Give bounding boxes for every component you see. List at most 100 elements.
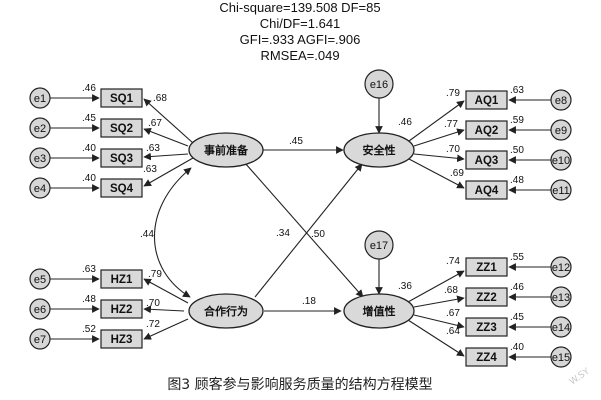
loading-value-sq3: .63 bbox=[146, 143, 160, 154]
indicator-zz3-label: ZZ3 bbox=[476, 322, 496, 334]
latent-prep: 事前准备 bbox=[188, 132, 264, 168]
indicator-aq4-label: AQ4 bbox=[475, 185, 499, 197]
indicator-zz4-label: ZZ4 bbox=[476, 352, 497, 364]
indicator-aq2: AQ2 bbox=[465, 120, 508, 140]
indicator-zz1-label: ZZ1 bbox=[476, 262, 497, 274]
error-e9: e9 bbox=[550, 119, 572, 141]
indicator-hz3-label: HZ3 bbox=[111, 334, 133, 346]
loading-zz3 bbox=[413, 314, 465, 330]
loading-zz1 bbox=[407, 270, 465, 303]
error-e12-label: e12 bbox=[552, 262, 570, 274]
loading-hz2 bbox=[143, 305, 185, 314]
latent-value-label: 增值性 bbox=[363, 304, 396, 318]
error-e14-label: e14 bbox=[552, 322, 570, 334]
indicator-sq2-label: SQ2 bbox=[110, 123, 133, 135]
loading-sq1 bbox=[143, 98, 194, 144]
fit-statistics: Chi-square=139.508 DF=85 Chi/DF=1.641 GF… bbox=[219, 0, 380, 63]
r2-sq1: .46 bbox=[82, 83, 96, 94]
r2-sq3: .40 bbox=[82, 143, 96, 154]
r2-aq3: .50 bbox=[510, 145, 524, 156]
error-e8-label: e8 bbox=[555, 95, 567, 107]
error-e10: e10 bbox=[550, 149, 572, 171]
loading-value-hz1: .79 bbox=[148, 269, 162, 280]
error-e1-label: e1 bbox=[34, 93, 46, 105]
path-prep-value bbox=[244, 162, 364, 298]
r2-zz2: .46 bbox=[510, 282, 524, 293]
r2-zz4: .40 bbox=[510, 342, 524, 353]
error-e15-label: e15 bbox=[552, 352, 570, 364]
r2-aq2: .59 bbox=[510, 115, 524, 126]
loading-zz4 bbox=[407, 319, 465, 357]
indicator-sq1-label: SQ1 bbox=[110, 93, 134, 105]
indicator-aq3: AQ3 bbox=[465, 150, 508, 170]
loading-aq3 bbox=[413, 153, 465, 163]
error-e4: e4 bbox=[29, 177, 51, 199]
error-e2-label: e2 bbox=[34, 123, 46, 135]
disturbance-e17-label: e17 bbox=[370, 240, 388, 252]
path-coop-safety bbox=[254, 163, 363, 298]
r2-hz1: .63 bbox=[82, 264, 96, 275]
loading-sq4 bbox=[143, 157, 194, 187]
figure-caption: 图3 顾客参与影响服务质量的结构方程模型 bbox=[167, 376, 432, 393]
error-e3: e3 bbox=[29, 147, 51, 169]
indicator-hz2: HZ2 bbox=[100, 299, 143, 319]
indicator-aq1-label: AQ1 bbox=[475, 95, 499, 107]
indicator-hz1: HZ1 bbox=[100, 269, 143, 289]
loading-value-aq3: .70 bbox=[446, 144, 460, 155]
indicator-aq4: AQ4 bbox=[465, 180, 508, 200]
error-e15: e15 bbox=[550, 346, 572, 368]
error-e4-label: e4 bbox=[34, 183, 46, 195]
measurement-value: .74 .68 .67 .64 ZZ1 ZZ2 ZZ3 ZZ4 .55 .46 … bbox=[407, 252, 572, 368]
coef-coop-value: .18 bbox=[302, 296, 316, 307]
coef-prep-coop-cov: .44 bbox=[140, 229, 154, 240]
coef-prep-safety: .45 bbox=[289, 136, 303, 147]
latent-value: 增值性 bbox=[343, 293, 415, 329]
error-e9-label: e9 bbox=[555, 125, 567, 137]
error-e13: e13 bbox=[550, 286, 572, 308]
latent-safety: 安全性 bbox=[343, 132, 415, 168]
loading-aq2 bbox=[413, 128, 465, 147]
error-e12: e12 bbox=[550, 256, 572, 278]
disturbance-e16: e16 bbox=[364, 69, 394, 99]
structural-paths: .45 .50 .34 .18 .44 bbox=[140, 136, 364, 315]
error-e6: e6 bbox=[29, 298, 51, 320]
r2-safety: .46 bbox=[398, 117, 412, 128]
measurement-prep: .68 .67 .63 .63 SQ1 SQ2 SQ3 SQ4 .46 .45 … bbox=[29, 83, 194, 199]
measurement-coop: .79 .70 .72 HZ1 HZ2 HZ3 .63 .48 .52 e5 e… bbox=[29, 264, 189, 350]
error-e10-label: e10 bbox=[552, 155, 570, 167]
r2-zz3: .45 bbox=[510, 312, 524, 323]
fit-stat-chidf: Chi/DF=1.641 bbox=[260, 16, 341, 31]
disturbance-e16-label: e16 bbox=[370, 79, 388, 91]
r2-hz3: .52 bbox=[82, 324, 96, 335]
error-e8: e8 bbox=[550, 89, 572, 111]
loading-value-zz3: .67 bbox=[446, 308, 460, 319]
indicator-aq1: AQ1 bbox=[465, 90, 508, 110]
loading-hz1 bbox=[143, 278, 189, 304]
indicator-aq3-label: AQ3 bbox=[475, 155, 499, 167]
error-e1: e1 bbox=[29, 87, 51, 109]
error-e14: e14 bbox=[550, 316, 572, 338]
watermark: W.SY bbox=[568, 366, 592, 387]
loading-value-aq2: .77 bbox=[444, 119, 458, 130]
loading-sq2 bbox=[143, 127, 189, 147]
covariance-prep-coop bbox=[153, 167, 192, 298]
error-e11: e11 bbox=[550, 179, 572, 201]
disturbance-e17: e17 bbox=[364, 230, 394, 260]
error-e7-label: e7 bbox=[34, 334, 46, 346]
error-e2: e2 bbox=[29, 117, 51, 139]
fit-stat-rmsea: RMSEA=.049 bbox=[260, 48, 339, 63]
indicator-sq3: SQ3 bbox=[100, 148, 143, 168]
latent-safety-label: 安全性 bbox=[363, 143, 396, 157]
disturbances: .46 .36 e16 e17 bbox=[364, 69, 412, 295]
indicator-zz3: ZZ3 bbox=[465, 317, 508, 337]
r2-value: .36 bbox=[398, 281, 412, 292]
error-e13-label: e13 bbox=[552, 292, 570, 304]
indicator-sq3-label: SQ3 bbox=[110, 153, 133, 165]
fit-stat-gfi: GFI=.933 AGFI=.906 bbox=[240, 32, 361, 47]
error-e5-label: e5 bbox=[34, 274, 46, 286]
latent-variables: 事前准备 合作行为 安全性 增值性 bbox=[188, 132, 415, 329]
indicator-aq2-label: AQ2 bbox=[475, 125, 499, 137]
fit-stat-chisq: Chi-square=139.508 DF=85 bbox=[219, 0, 380, 15]
loading-value-hz3: .72 bbox=[146, 319, 160, 330]
